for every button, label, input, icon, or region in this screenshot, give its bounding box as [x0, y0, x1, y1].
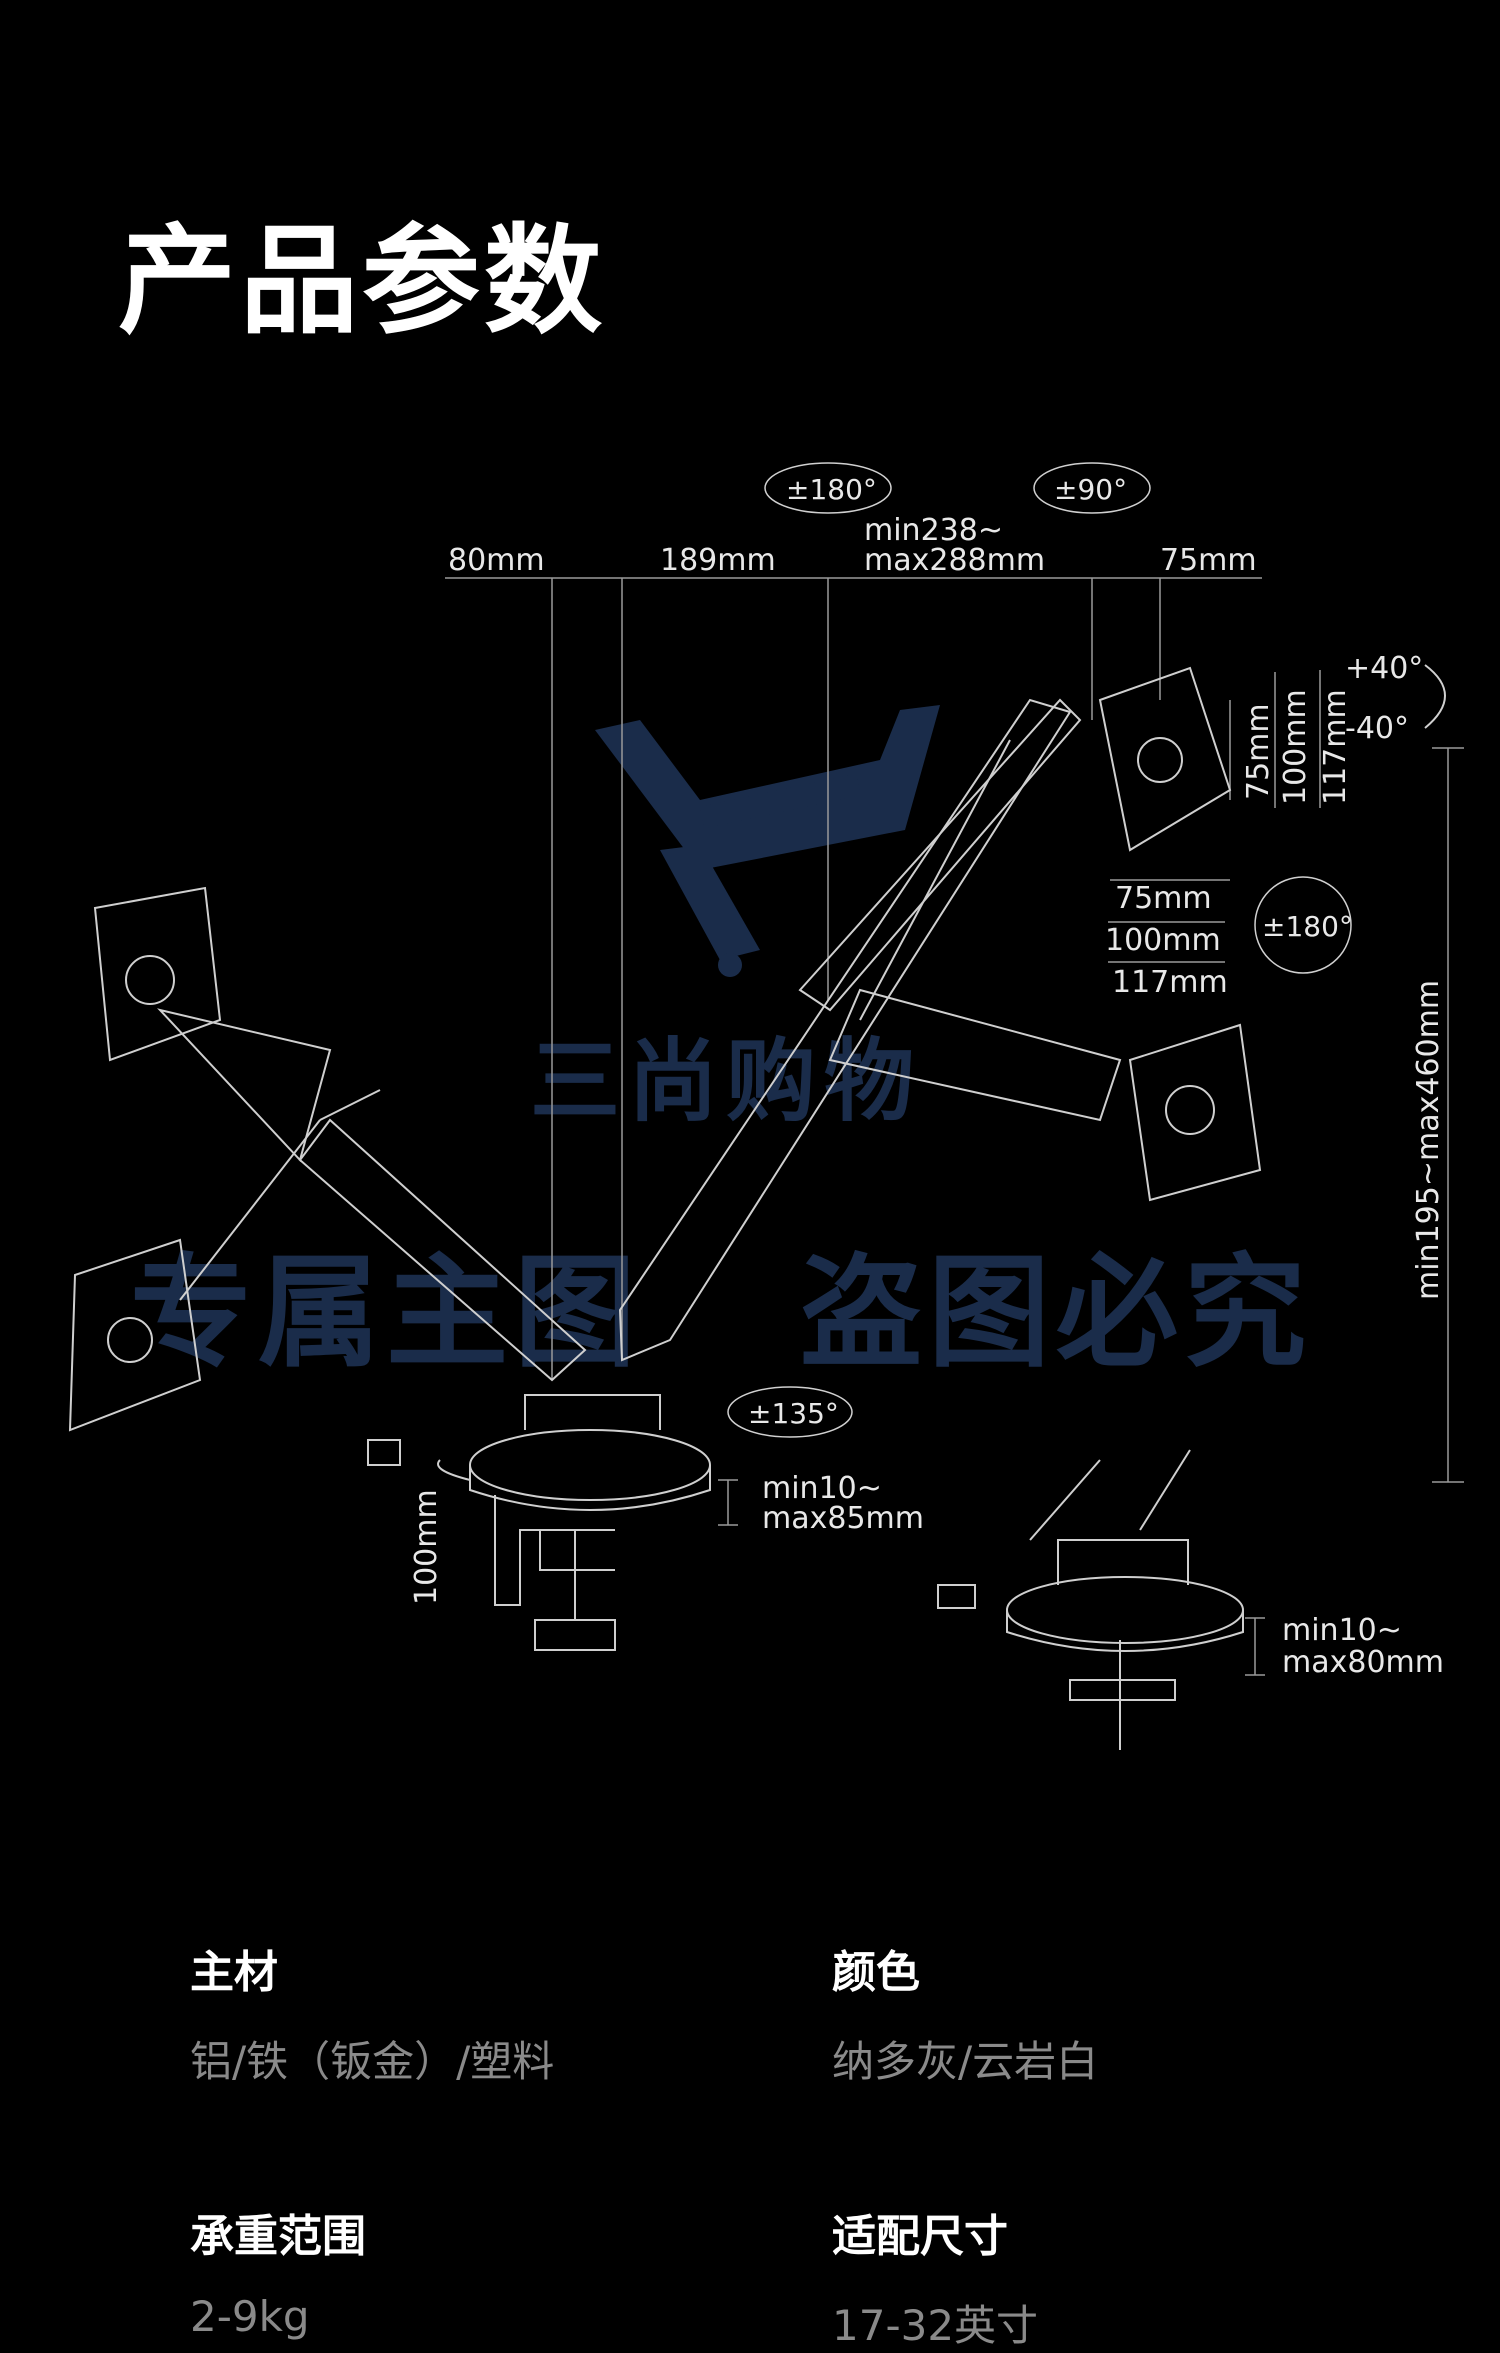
spec-label-color: 颜色	[832, 1947, 920, 1998]
spec-label-load: 承重范围	[190, 2211, 366, 2262]
clamp-depth-label: 100mm	[409, 1489, 444, 1605]
rotate-135-label: ±135°	[748, 1397, 839, 1430]
rotate-90-label-top: ±90°	[1054, 473, 1127, 506]
rotate-180-label-right: ±180°	[1262, 910, 1353, 943]
vesa-width-lines	[1108, 879, 1230, 963]
vesa-h-117: 117mm	[1318, 689, 1353, 805]
spec-value-size: 17-32英寸	[832, 2301, 1039, 2350]
spec-label-size: 适配尺寸	[832, 2211, 1008, 2262]
grommet-thickness-line	[1245, 1617, 1265, 1676]
vesa-w-75: 75mm	[1115, 881, 1212, 916]
dim-80mm: 80mm	[448, 543, 545, 578]
tilt-arrow-icon	[1424, 664, 1446, 729]
vesa-w-100: 100mm	[1105, 923, 1221, 958]
grommet-min-label: min10~	[1282, 1613, 1402, 1648]
spec-value-color: 纳多灰/云岩白	[832, 2037, 1099, 2086]
clamp-max-label: max85mm	[762, 1501, 924, 1536]
page-title: 产品参数	[118, 212, 607, 350]
watermark-cart-icon	[595, 705, 940, 977]
dim-min238: min238~	[864, 513, 1003, 548]
vesa-height-lines	[1229, 670, 1321, 808]
top-dimension-lines	[445, 577, 1262, 1380]
dim-75mm-top: 75mm	[1160, 543, 1257, 578]
rotate-90-badge-top: ±90°	[1033, 462, 1151, 514]
spec-value-load: 2-9kg	[190, 2292, 310, 2341]
clamp-thickness-line	[718, 1479, 738, 1526]
dim-189mm: 189mm	[660, 543, 776, 578]
rotate-180-label-top: ±180°	[786, 473, 877, 506]
watermark-right: 盗图必究	[800, 1242, 1312, 1384]
tilt-down-label: -40°	[1345, 711, 1409, 746]
vesa-h-75: 75mm	[1241, 703, 1276, 800]
rotate-180-badge-right: ±180°	[1254, 876, 1353, 974]
spec-label-material: 主材	[190, 1947, 278, 1998]
height-line	[1432, 747, 1464, 1483]
spec-value-material: 铝/铁（钣金）/塑料	[190, 2037, 555, 2086]
watermark-left: 专属主图	[130, 1242, 642, 1384]
arm-line-art	[68, 666, 1262, 1750]
monitor-arm-diagram: 三尚购物 专属主图 盗图必究 80mm 189mm min238~ max288…	[68, 462, 1464, 1750]
rotate-180-badge-top: ±180°	[764, 462, 892, 514]
rotate-135-badge: ±135°	[727, 1386, 853, 1438]
height-range-label: min195~max460mm	[1411, 980, 1446, 1300]
tilt-up-label: +40°	[1345, 651, 1423, 686]
grommet-max-label: max80mm	[1282, 1645, 1444, 1680]
vesa-w-117: 117mm	[1112, 965, 1228, 1000]
vesa-h-100: 100mm	[1278, 689, 1313, 805]
clamp-min-label: min10~	[762, 1471, 882, 1506]
dim-max288: max288mm	[864, 543, 1045, 578]
watermark-logo-text: 三尚购物	[530, 1029, 922, 1134]
